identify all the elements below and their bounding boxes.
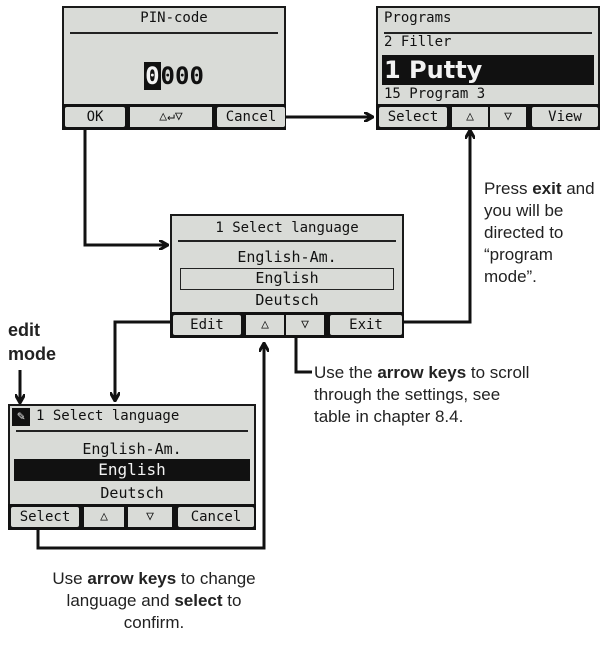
bottom-note-mid: to change language and: [66, 569, 256, 610]
programs-title: Programs: [384, 10, 452, 26]
up-arrow-key[interactable]: △: [452, 107, 488, 127]
select-button[interactable]: Select: [379, 107, 447, 127]
select-button[interactable]: Select: [11, 507, 79, 527]
edit-language-title: 1 Select language: [36, 408, 180, 424]
bottom-note-post: to confirm.: [123, 591, 242, 632]
edit-softkey-bar: Select △ ▽ Cancel: [8, 504, 256, 530]
arrow-enter-keys[interactable]: △↵▽: [130, 107, 212, 127]
pin-cursor-digit[interactable]: 0: [144, 62, 161, 90]
programs-screen: Programs 2 Filler 1 Putty 15 Program 3 S…: [376, 6, 600, 130]
down-arrow-key[interactable]: ▽: [490, 107, 526, 127]
language-option-english-am[interactable]: English-Am.: [237, 248, 337, 266]
select-language-screen: 1 Select language English-Am. English De…: [170, 214, 404, 338]
cancel-button[interactable]: Cancel: [217, 107, 285, 127]
bottom-note-pre: Use: [52, 569, 88, 588]
arrow-keys-loop-line: [294, 338, 312, 374]
pencil-icon: ✎: [12, 408, 30, 426]
pin-code-value: 0000: [64, 62, 284, 90]
arrow-note-bold: arrow keys: [377, 363, 467, 382]
header-divider: [384, 32, 592, 34]
cancel-button[interactable]: Cancel: [178, 507, 254, 527]
program-item-filler[interactable]: 2 Filler: [384, 34, 452, 50]
ok-button[interactable]: OK: [65, 107, 125, 127]
bottom-note-bold1: arrow keys: [87, 569, 177, 588]
language-option-deutsch[interactable]: Deutsch: [255, 291, 319, 309]
pin-softkey-bar: OK △↵▽ Cancel: [62, 104, 286, 130]
exit-button[interactable]: Exit: [330, 315, 402, 335]
arrow-exit-to-programs: [404, 131, 470, 324]
header-divider: [178, 240, 396, 242]
program-item-putty-selected[interactable]: 1 Putty: [382, 55, 594, 85]
edit-option-english-selected[interactable]: English: [14, 459, 250, 481]
language-title: 1 Select language: [215, 220, 359, 236]
up-arrow-key[interactable]: △: [246, 315, 284, 335]
edit-option-english-am[interactable]: English-Am.: [82, 440, 182, 458]
exit-note-post: and you will be directed to “program mod…: [484, 179, 595, 286]
arrow-note-pre: Use the: [314, 363, 378, 382]
arrow-edit-to-language: [36, 344, 264, 550]
arrow-language-to-edit: [115, 320, 170, 400]
arrow-note-post: to scroll through the settings, see tabl…: [314, 363, 530, 426]
exit-note: Press exit and you will be directed to “…: [484, 178, 604, 288]
pin-code-screen: PIN-code 0000 OK △↵▽ Cancel: [62, 6, 286, 130]
exit-note-pre: Press: [484, 179, 533, 198]
edit-mode-screen: ✎ 1 Select language English-Am. English …: [8, 404, 256, 530]
view-button[interactable]: View: [532, 107, 598, 127]
header-divider: [16, 430, 248, 432]
header-divider: [70, 32, 278, 34]
change-language-note: Use arrow keys to change language and se…: [34, 568, 274, 634]
language-option-english-highlighted[interactable]: English: [180, 268, 394, 290]
language-softkey-bar: Edit △ ▽ Exit: [170, 312, 404, 338]
pin-code-title: PIN-code: [140, 10, 208, 26]
arrow-pin-to-language: [83, 127, 167, 245]
exit-note-bold: exit: [532, 179, 562, 198]
arrow-keys-note: Use the arrow keys to scroll through the…: [314, 362, 534, 428]
down-arrow-key[interactable]: ▽: [286, 315, 324, 335]
program-item-program3[interactable]: 15 Program 3: [384, 86, 486, 102]
up-arrow-key[interactable]: △: [84, 507, 124, 527]
programs-softkey-bar: Select △ ▽ View: [376, 104, 600, 130]
edit-option-deutsch[interactable]: Deutsch: [100, 484, 164, 502]
bottom-note-bold2: select: [174, 591, 223, 610]
down-arrow-key[interactable]: ▽: [128, 507, 172, 527]
edit-button[interactable]: Edit: [173, 315, 241, 335]
pin-remaining-digits: 000: [160, 62, 204, 90]
edit-mode-label: edit mode: [8, 320, 57, 364]
